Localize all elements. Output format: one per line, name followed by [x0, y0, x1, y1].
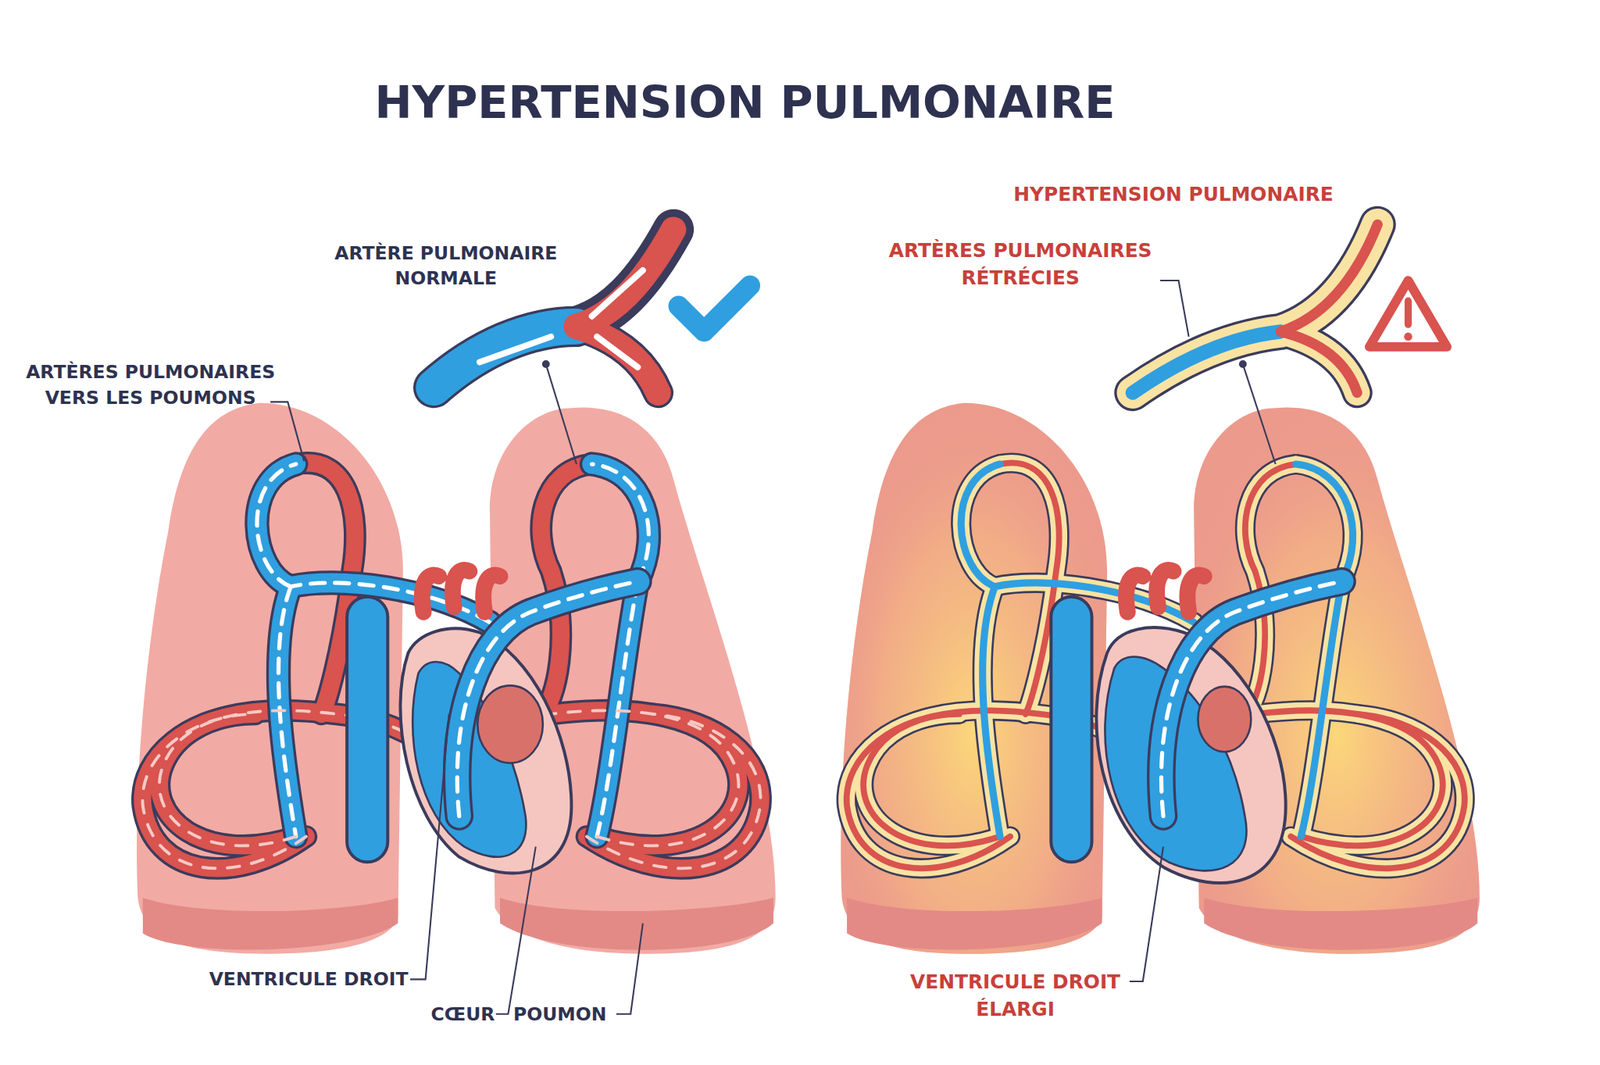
check-mark [678, 285, 750, 333]
callout-label: CŒUR [413, 1000, 495, 1027]
pulmonary-trunk [1160, 581, 1342, 816]
lung-base [500, 897, 774, 950]
title: HYPERTENSION PULMONAIRE [336, 71, 1154, 134]
callout-label: ARTÈRE PULMONAIRE NORMALE [323, 239, 568, 292]
callout-label: ARTÈRES PULMONAIRES RÉTRÉCIES [872, 236, 1169, 291]
lung-base [1203, 897, 1478, 950]
warning-sign [1369, 280, 1447, 347]
callout-label: POUMON [513, 1000, 616, 1027]
pulmonary-trunk [457, 581, 638, 816]
panel-heading: HYPERTENSION PULMONAIRE [1005, 180, 1343, 208]
lung [840, 403, 1108, 954]
callout-label: VENTRICULE DROIT ÉLARGI [897, 967, 1133, 1022]
lung-base [846, 897, 1103, 950]
vena-cava [346, 596, 388, 862]
normal-lungs [136, 403, 776, 954]
leader-lines [270, 280, 1276, 1015]
callout-label: ARTÈRES PULMONAIRES VERS LES POUMONS [15, 359, 286, 411]
lung [136, 403, 404, 954]
left-ventricle [477, 685, 543, 763]
aorta [421, 570, 500, 613]
callout-label: VENTRICULE DROIT [173, 965, 408, 992]
lung-glow [840, 403, 1108, 954]
narrowed-artery-icon [1132, 224, 1447, 393]
lung-base [142, 897, 399, 950]
